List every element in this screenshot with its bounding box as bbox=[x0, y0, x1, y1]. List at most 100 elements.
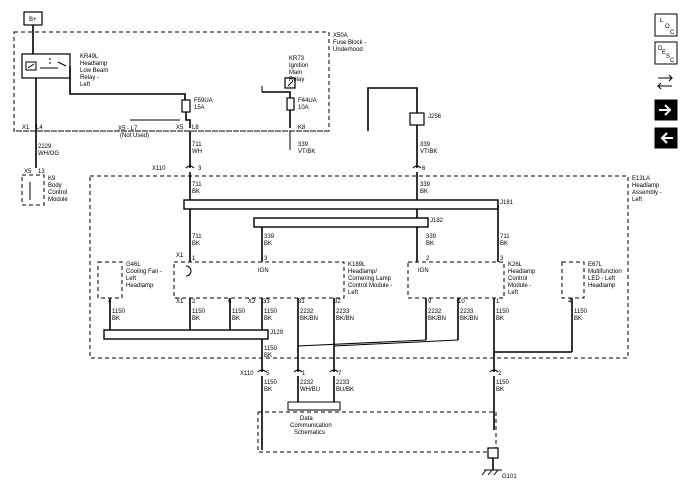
description-view-button[interactable]: D E S C bbox=[654, 41, 678, 65]
fuse-f44ua[interactable] bbox=[286, 97, 295, 111]
headlamp-assembly-code-label: E13LA bbox=[632, 176, 650, 182]
fuse-f59ua-rating-label: 15A bbox=[194, 105, 205, 111]
x110-top-pins-1-label: 6 bbox=[422, 166, 426, 172]
fuse-block-name-lines-0-label: Fuse Block - bbox=[333, 40, 366, 46]
wires-w339-bk1-circuit-label: 339 bbox=[420, 182, 431, 188]
k26l-pins-top-0-label: 2 bbox=[426, 256, 430, 262]
x110-bot-pins-1-label: 1 bbox=[302, 371, 306, 377]
wires-w1150-f-color-label: BK bbox=[574, 316, 582, 322]
x50a-pins-4-label: K8 bbox=[298, 125, 306, 131]
wires-w1150-c-circuit-label: 1150 bbox=[232, 309, 246, 315]
led-e67l[interactable] bbox=[561, 261, 585, 299]
splice-j129[interactable] bbox=[103, 329, 269, 340]
wires-w711-top-color-label: WH bbox=[192, 149, 202, 155]
x110-bot-conn-label: X110 bbox=[240, 371, 254, 377]
relay-kr73-name-lines-0-label: Ignition bbox=[289, 63, 308, 69]
wires-w2232-b-color-label: BK/BN bbox=[428, 316, 446, 322]
e67l-code-label: E67L bbox=[588, 262, 603, 268]
cooling-fan-g46l[interactable] bbox=[97, 261, 123, 299]
body-control-module[interactable] bbox=[21, 174, 45, 206]
connector-j256[interactable] bbox=[409, 112, 425, 126]
fuse-f59ua-code-label: F59UA bbox=[194, 98, 213, 104]
x50a-pins-3-label: L8 bbox=[192, 125, 199, 131]
battery-terminal[interactable]: B+ bbox=[23, 11, 43, 26]
wire-segment bbox=[262, 91, 291, 98]
relay-kr49l-name-lines-2-label: Relay - bbox=[80, 75, 99, 81]
diagram-line bbox=[412, 165, 422, 169]
component-outline bbox=[173, 261, 345, 299]
splice-j181[interactable] bbox=[183, 199, 499, 210]
wires-w1150-bot2-color-label: BK bbox=[496, 387, 504, 393]
x50a-pins-1-label: L4 bbox=[36, 125, 43, 131]
headlamp-control-module-k26l[interactable] bbox=[407, 261, 505, 299]
k189l-pins-bot-4-label: 32 bbox=[334, 299, 341, 305]
next-page-button[interactable] bbox=[654, 99, 678, 121]
k26l-ign-label: IGN bbox=[418, 268, 429, 274]
k189l-pins-bot-3-label: 31 bbox=[298, 299, 305, 305]
battery-label-label: B+ bbox=[29, 17, 37, 23]
previous-page-button[interactable] bbox=[654, 127, 678, 149]
relay-kr49l-name-lines-0-label: Headlamp bbox=[80, 61, 108, 67]
relay-kr49l-code-label: KR49L bbox=[80, 54, 99, 60]
splices-j182-label: J182 bbox=[430, 218, 444, 224]
diagram-line bbox=[297, 339, 427, 347]
ground-area bbox=[257, 411, 497, 453]
wires-w2229-color-label: WH/OG bbox=[38, 151, 59, 157]
wires-w339-bk3-color-label: BK bbox=[426, 241, 434, 247]
relay-kr49l-name-lines-1-label: Low Beam bbox=[80, 68, 108, 74]
diagram-line bbox=[329, 369, 339, 373]
diagram-line bbox=[185, 165, 195, 169]
swap-arrows-icon[interactable] bbox=[656, 74, 674, 90]
k189l-name-lines-0-label: Headlamp/ bbox=[348, 269, 377, 275]
relay-kr73-code-label: KR73 bbox=[289, 56, 305, 62]
nav-loc-glyphs-1-label: O bbox=[665, 24, 670, 30]
wires-w1150-bot1-color-label: BK bbox=[264, 387, 272, 393]
wires-w339-bk1-color-label: BK bbox=[420, 189, 428, 195]
relay-kr49l-part bbox=[25, 61, 37, 71]
fuse-block-outline bbox=[13, 31, 330, 132]
wires-w1150-f-circuit-label: 1150 bbox=[574, 309, 588, 315]
data-comm-lines-1-label: Communication bbox=[290, 423, 332, 429]
relay-kr73-name-lines-2-label: Relay bbox=[289, 77, 304, 83]
wires-w1150-j129-color-label: BK bbox=[264, 353, 272, 359]
diagram-line bbox=[293, 369, 303, 373]
wires-w711-bk2-color-label: BK bbox=[192, 241, 200, 247]
wires-w2232-bot-color-label: WH/BU bbox=[300, 387, 320, 393]
relay-kr73-part bbox=[284, 77, 296, 89]
x50a-pins-2-label: X5 bbox=[176, 125, 184, 131]
ground-connector[interactable] bbox=[487, 447, 499, 459]
splice-j182[interactable] bbox=[253, 217, 429, 228]
nav-desc-glyphs-1-label: E bbox=[662, 50, 666, 56]
relay-kr49l-part bbox=[21, 53, 71, 79]
headlamp-assembly-outline bbox=[89, 175, 629, 359]
nav-desc-glyphs-0-label: D bbox=[658, 46, 663, 52]
location-view-button[interactable]: L O C bbox=[654, 13, 678, 37]
headlamp-control-module-k189l[interactable] bbox=[173, 261, 345, 299]
k189l-conn-bot2-label: X2 bbox=[248, 299, 256, 305]
x110-bot-pins-0-label: 5 bbox=[266, 371, 270, 377]
ground-label-label: G101 bbox=[502, 474, 517, 480]
relay-kr49l[interactable] bbox=[21, 38, 71, 79]
relay-kr73[interactable] bbox=[284, 77, 296, 89]
wires-w711-bk1-color-label: BK bbox=[192, 189, 200, 195]
ground-g101-icon-part bbox=[487, 469, 493, 476]
k26l-pins-top-1-label: 3 bbox=[500, 256, 504, 262]
wires-w711-bk3-circuit-label: 711 bbox=[500, 234, 510, 240]
nav-desc-glyphs-2-label: S bbox=[666, 54, 670, 60]
wires-w1150-j129-circuit-label: 1150 bbox=[264, 346, 278, 352]
splices-j129-label: J129 bbox=[270, 330, 284, 336]
nav-desc-glyphs-3-label: C bbox=[670, 58, 675, 64]
fuse-block-name-lines-1-label: Underhood bbox=[333, 47, 363, 53]
wires-w339-top-circuit-label: 339 bbox=[420, 142, 431, 148]
diagram-line bbox=[489, 369, 499, 373]
data-communication-link[interactable]: Data Communication Schematics bbox=[287, 401, 341, 436]
fuse-f59ua[interactable] bbox=[181, 99, 191, 113]
wire-segment bbox=[185, 112, 191, 128]
k26l-name-lines-0-label: Headlamp bbox=[508, 269, 536, 275]
fuse-f44ua-rating-label: 10A bbox=[298, 105, 309, 111]
k26l-name-lines-3-label: Left bbox=[508, 290, 518, 296]
swap-arrows-icon-part bbox=[658, 74, 674, 82]
data-communication-link-part bbox=[287, 401, 341, 411]
g46l-name-lines-0-label: Cooling Fan - bbox=[126, 269, 162, 275]
